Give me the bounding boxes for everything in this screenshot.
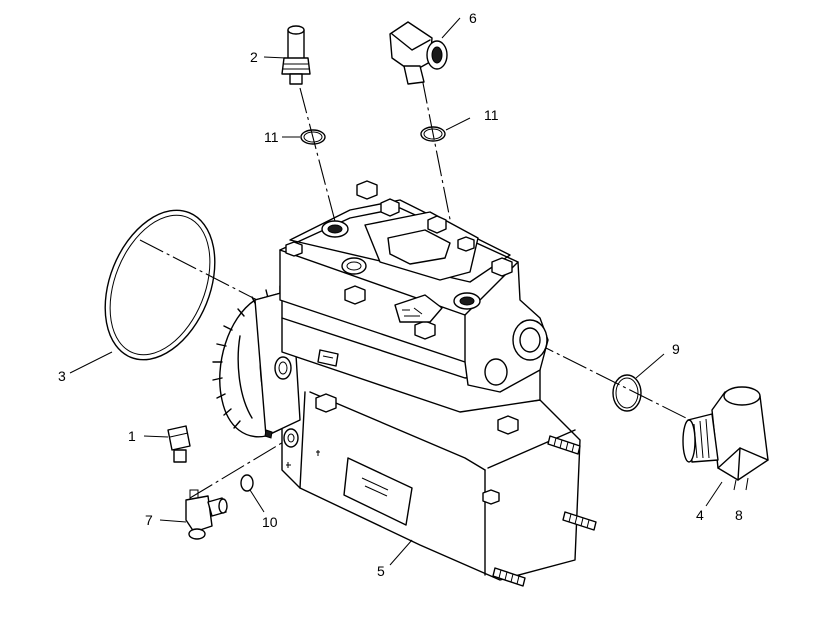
callout-4: 4 [696,507,704,523]
pump-body [212,180,597,587]
callout-1: 1 [128,428,136,444]
callout-labels: 1 2 3 4 5 6 7 8 9 10 11 11 [58,10,743,579]
mounting-studs [492,435,597,587]
callout-11-left: 11 [264,129,279,145]
leader-lines [69,17,723,566]
callout-5: 5 [377,563,385,579]
elbow-fitting-7 [185,489,228,540]
callout-11-right: 11 [484,107,499,123]
large-seal-ring [104,209,216,361]
sensor-6 [389,21,448,85]
head-bolts [285,180,519,505]
fitting-2 [281,25,311,85]
elbow-fitting-4 [682,386,769,491]
callout-6: 6 [469,10,477,26]
callout-2: 2 [250,49,258,65]
callout-9: 9 [672,341,680,357]
o-rings-11 [300,126,446,145]
callout-10: 10 [262,514,278,530]
callout-3: 3 [58,368,66,384]
callout-8: 8 [735,507,743,523]
fitting-1 [167,425,191,463]
o-ring-10 [240,474,254,492]
callout-7: 7 [145,512,153,528]
o-ring-9 [612,374,642,412]
